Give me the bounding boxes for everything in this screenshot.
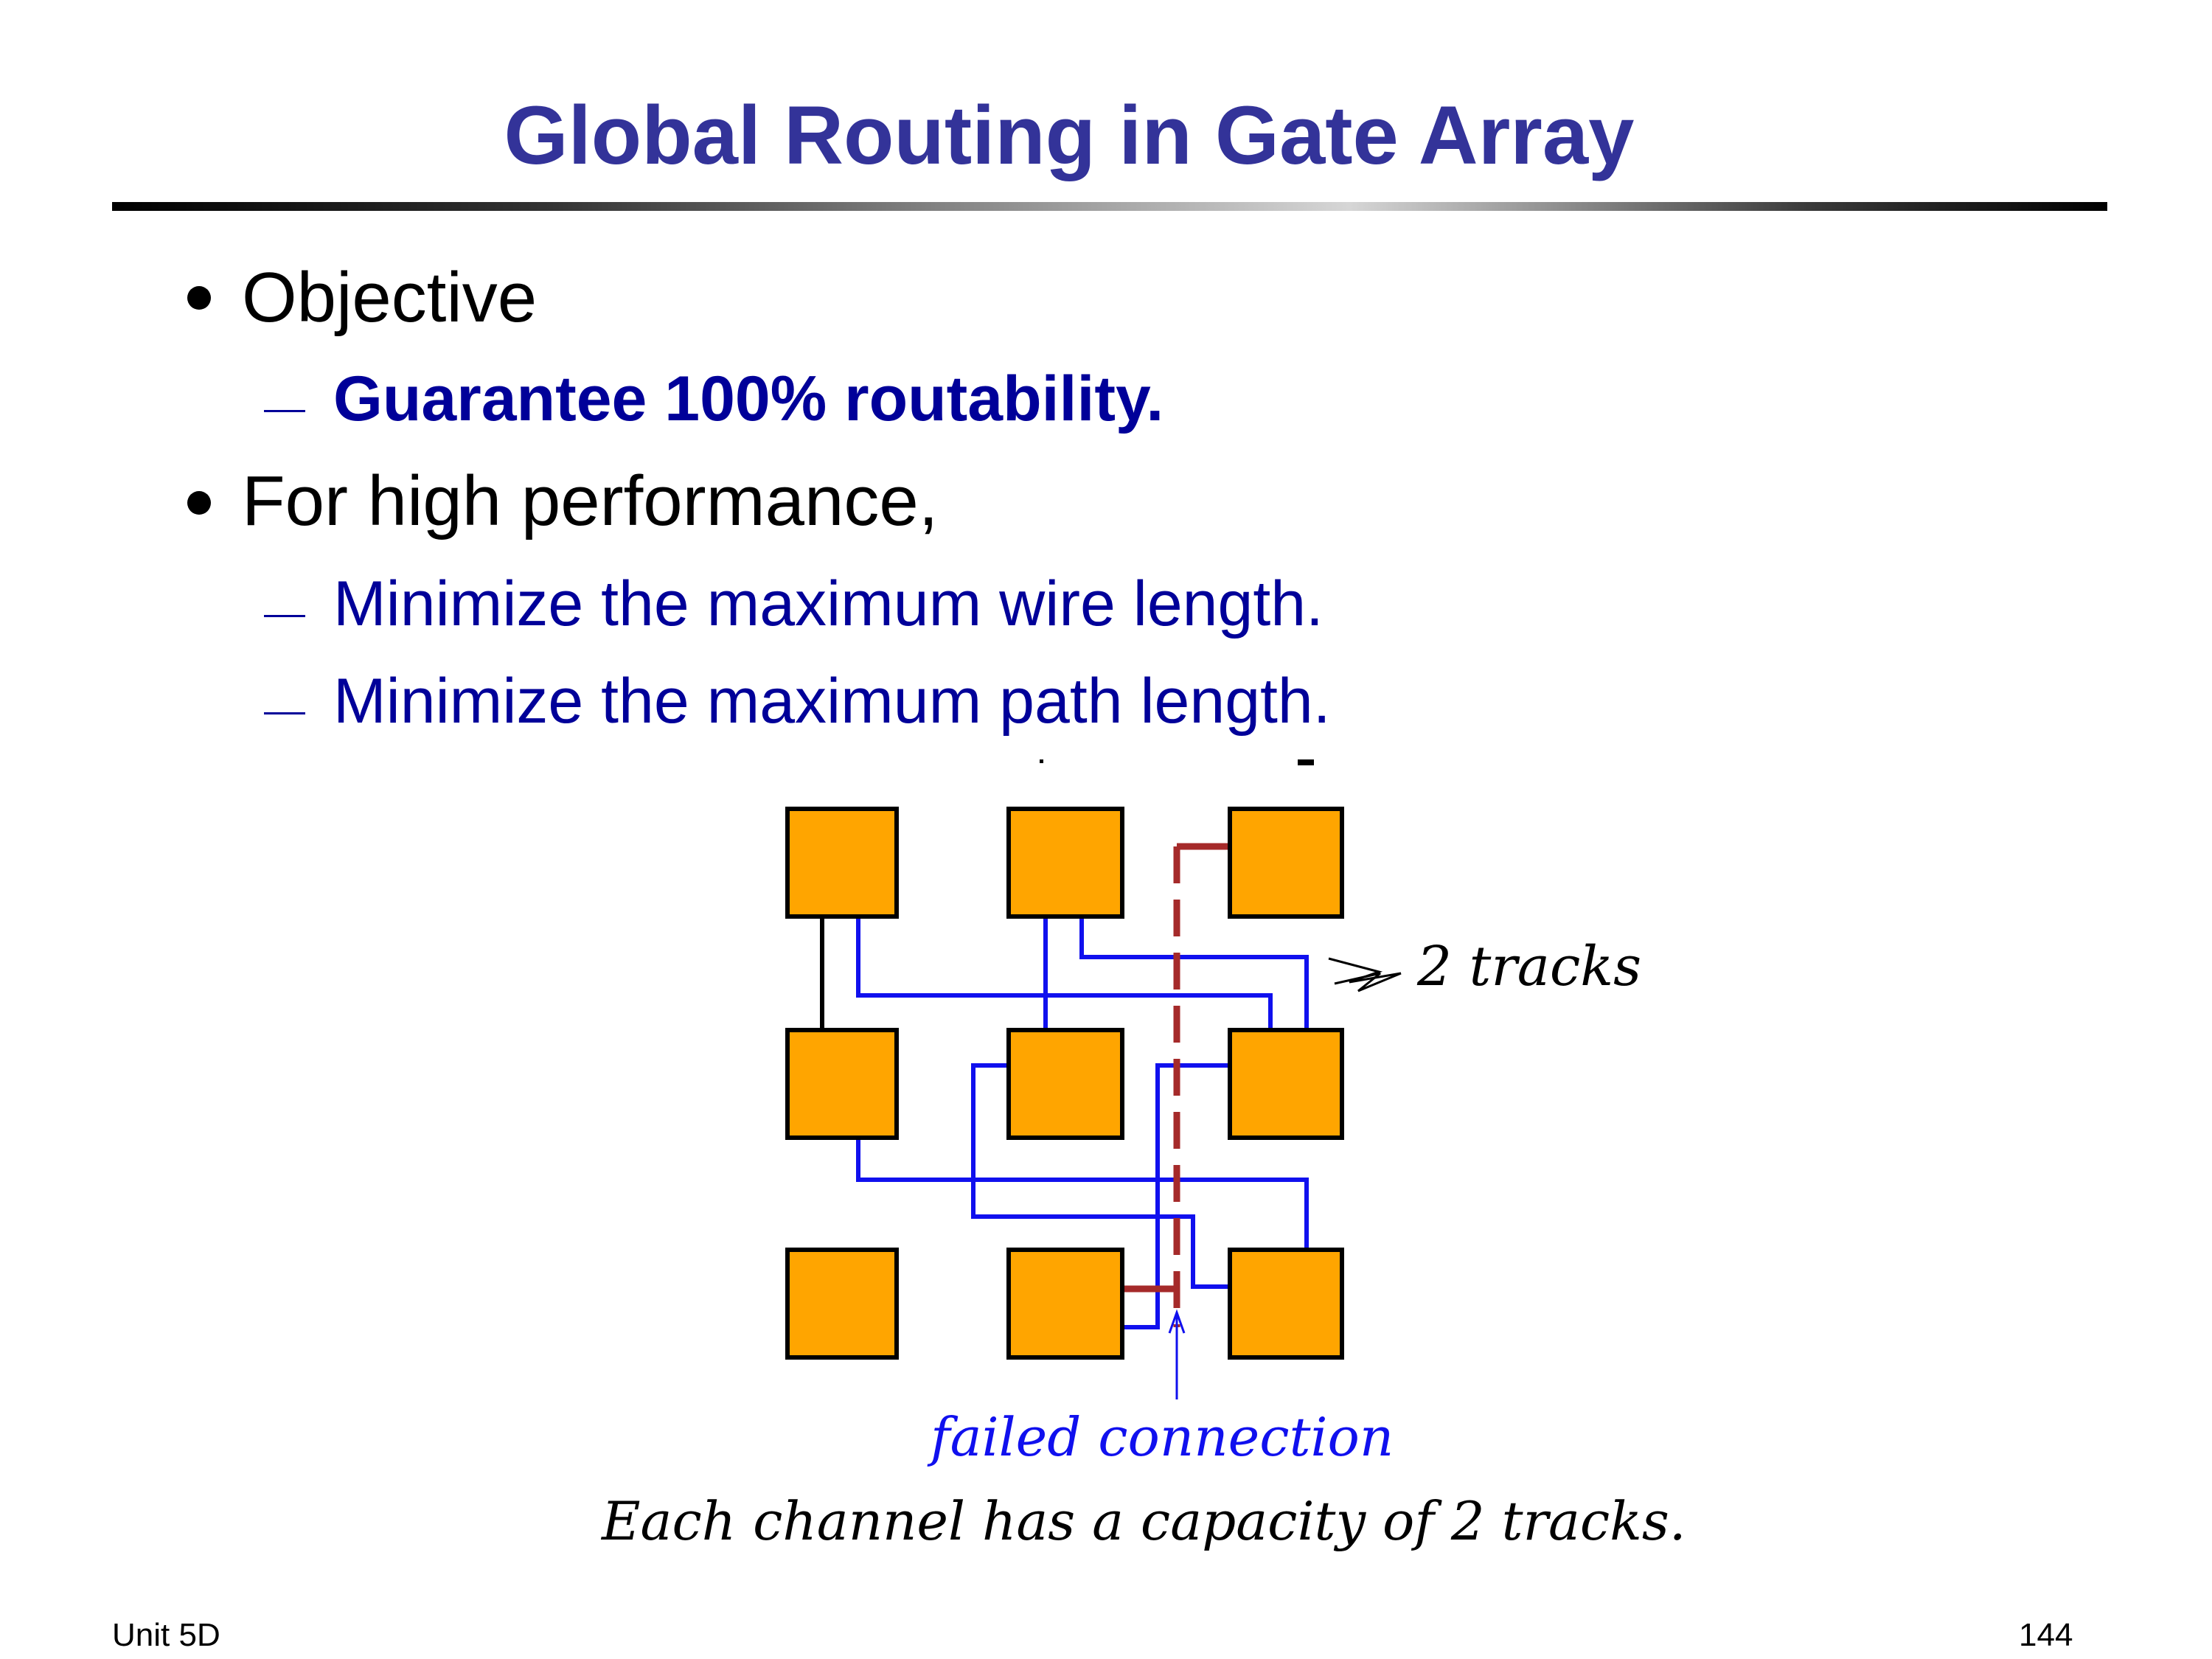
stray-mark xyxy=(1040,759,1043,763)
tracks-pointer-icon xyxy=(1328,957,1402,992)
wire xyxy=(856,1138,1309,1250)
cell xyxy=(785,1248,899,1360)
sub-dash-2 xyxy=(264,615,305,617)
slide-title: Global Routing in Gate Array xyxy=(504,89,1635,181)
wire xyxy=(971,1063,1230,1289)
cell xyxy=(1228,1028,1344,1140)
sub-item-wire-length: Minimize the maximum wire length. xyxy=(333,568,1324,639)
cell xyxy=(785,1028,899,1140)
footer-unit: Unit 5D xyxy=(112,1617,220,1653)
sub-item-path-length: Minimize the maximum path length. xyxy=(333,666,1331,737)
cell xyxy=(1228,1248,1344,1360)
sub-item-routability: Guarantee 100% routability. xyxy=(333,364,1164,434)
bullet-dot-2 xyxy=(187,491,211,515)
sub-dash-3 xyxy=(264,712,305,714)
bullet-high-performance: For high performance, xyxy=(242,462,939,540)
cell xyxy=(1006,1028,1124,1140)
wire xyxy=(856,917,1273,1030)
cell xyxy=(1006,1248,1124,1360)
bullet-objective: Objective xyxy=(242,258,538,337)
sub-dash-1 xyxy=(264,410,305,412)
failed-arrow-head xyxy=(1168,1309,1186,1334)
bullet-dot-1 xyxy=(187,286,211,310)
diagram-caption: Each channel has a capacity of 2 tracks. xyxy=(600,1490,1686,1552)
stray-mark xyxy=(1298,759,1314,765)
title-divider xyxy=(112,202,2107,211)
cell xyxy=(1006,807,1124,919)
wire xyxy=(1122,1063,1230,1329)
failed-connection-label: failed connection xyxy=(927,1406,1394,1468)
cell xyxy=(785,807,899,919)
cell xyxy=(1228,807,1344,919)
tracks-label: 2 tracks xyxy=(1416,935,1641,998)
wire xyxy=(1079,917,1309,1030)
footer-page-number: 144 xyxy=(2019,1617,2073,1653)
